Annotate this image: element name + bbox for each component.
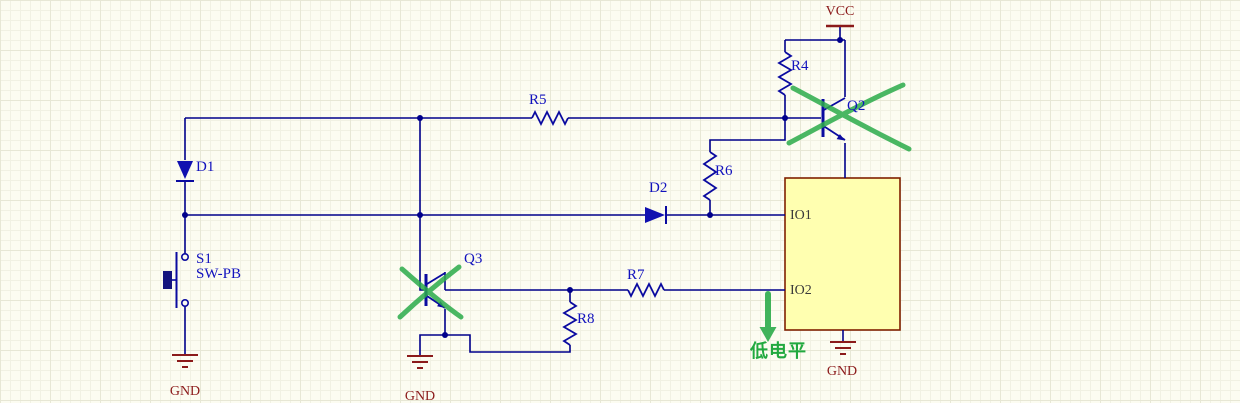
label-d2[interactable]: D2 xyxy=(649,180,668,196)
label-r4[interactable]: R4 xyxy=(791,58,809,74)
diode-D1[interactable] xyxy=(176,161,194,182)
resistor-R6[interactable] xyxy=(702,151,718,201)
label-q3[interactable]: Q3 xyxy=(464,251,483,267)
pin-label-io2[interactable]: IO2 xyxy=(790,283,812,298)
power-port-gnd-mid[interactable] xyxy=(407,355,433,369)
resistor-R4[interactable] xyxy=(777,51,793,96)
label-r8[interactable]: R8 xyxy=(577,311,595,327)
annotation-cross-q3 xyxy=(397,264,464,320)
power-label-gnd-mid[interactable]: GND xyxy=(404,389,436,403)
resistor-R5[interactable] xyxy=(531,109,569,127)
diode-D2[interactable] xyxy=(645,206,667,224)
power-port-gnd-left[interactable] xyxy=(172,354,198,368)
resistor-R8[interactable] xyxy=(562,301,578,346)
power-port-gnd-right[interactable] xyxy=(830,341,856,355)
annotation-arrow-down xyxy=(759,291,777,342)
resistor-R7[interactable] xyxy=(627,281,665,299)
label-d1[interactable]: D1 xyxy=(196,159,215,175)
label-r6[interactable]: R6 xyxy=(715,163,733,179)
label-s1[interactable]: S1 xyxy=(196,251,212,267)
pin-label-io1[interactable]: IO1 xyxy=(790,208,812,223)
ic-body[interactable] xyxy=(784,177,901,331)
schematic-wires[interactable] xyxy=(184,26,846,356)
label-q2[interactable]: Q2 xyxy=(847,98,866,114)
annotation-low-level-label: 低电平 xyxy=(750,341,807,362)
label-s1-part[interactable]: SW-PB xyxy=(196,266,242,282)
power-label-gnd-left[interactable]: GND xyxy=(169,384,201,399)
power-label-vcc[interactable]: VCC xyxy=(825,4,855,19)
switch-S1[interactable] xyxy=(163,252,190,308)
power-label-gnd-right[interactable]: GND xyxy=(826,364,858,379)
label-r5[interactable]: R5 xyxy=(529,92,547,108)
junction-dots[interactable] xyxy=(182,37,843,338)
annotation-cross-q2 xyxy=(786,82,912,152)
label-r7[interactable]: R7 xyxy=(627,267,645,283)
